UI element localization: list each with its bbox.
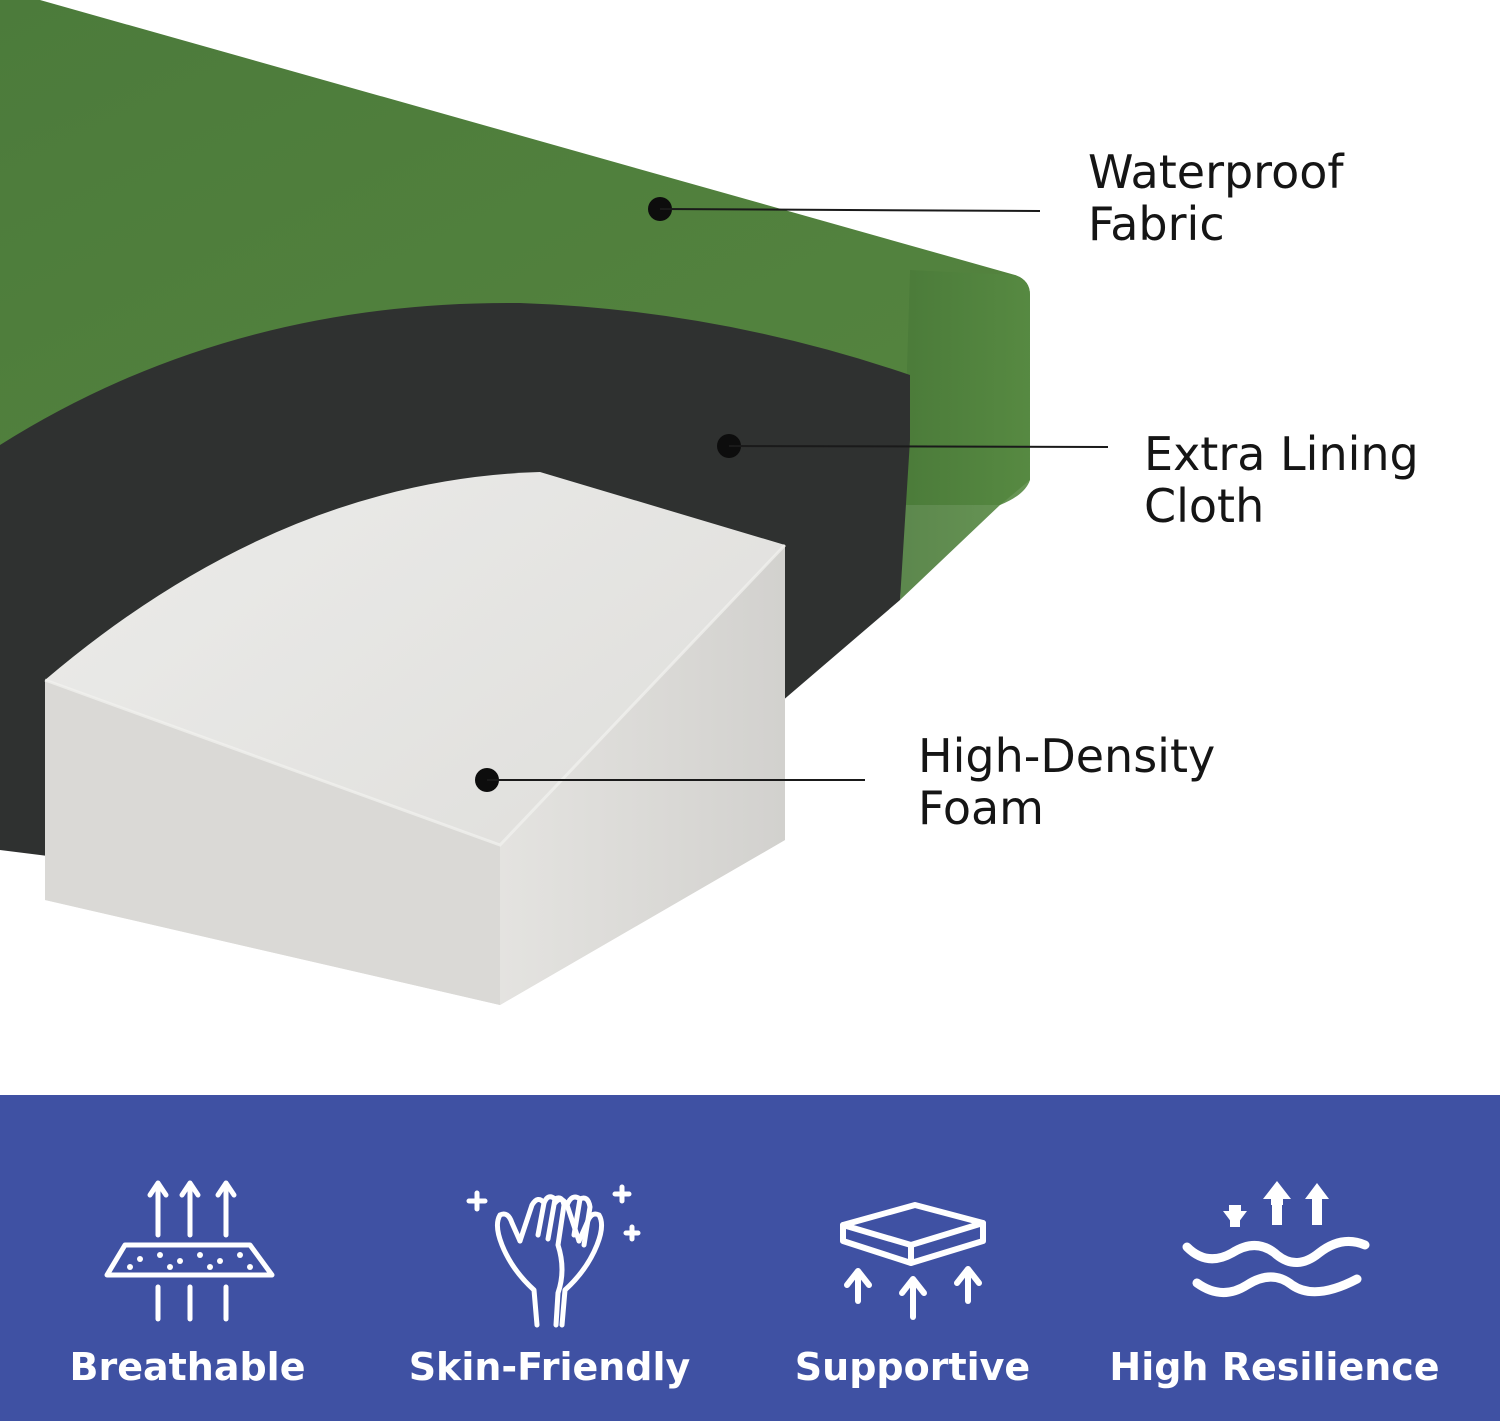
callout-label-extra-lining-cloth: Extra Lining Cloth: [1144, 428, 1419, 532]
feature-high-resilience: High Resilience: [1087, 1095, 1462, 1421]
feature-supportive: Supportive: [725, 1095, 1100, 1421]
callout-line: Cloth: [1144, 479, 1265, 533]
callout-line: Fabric: [1088, 197, 1225, 251]
feature-label: Skin-Friendly: [408, 1345, 691, 1389]
high-density-foam-layer: [44, 472, 787, 1005]
callout-line: Extra Lining: [1144, 427, 1419, 481]
mattress-layers-illustration: [0, 0, 1109, 1005]
breathable-icon: [104, 1180, 275, 1322]
callout-line: Foam: [918, 781, 1044, 835]
feature-label: Supportive: [794, 1345, 1031, 1389]
skin-friendly-icon: [466, 1184, 641, 1328]
feature-band: Breathable Skin-Friendly: [0, 1095, 1500, 1421]
callout-label-high-density-foam: High-Density Foam: [918, 730, 1215, 834]
feature-label: High Resilience: [1109, 1345, 1440, 1389]
callout-line: Waterproof: [1088, 145, 1344, 199]
supportive-icon: [840, 1202, 986, 1320]
callout-pointer-foam: [475, 768, 865, 792]
callout-pointer-lining: [717, 434, 1109, 458]
feature-breathable: Breathable: [0, 1095, 375, 1421]
feature-label: Breathable: [69, 1345, 306, 1389]
callout-pointer-fabric: [648, 197, 1041, 221]
high-resilience-icon: [1182, 1181, 1370, 1297]
feature-skin-friendly: Skin-Friendly: [362, 1095, 737, 1421]
callout-label-waterproof-fabric: Waterproof Fabric: [1088, 146, 1344, 250]
callout-line: High-Density: [918, 729, 1216, 783]
